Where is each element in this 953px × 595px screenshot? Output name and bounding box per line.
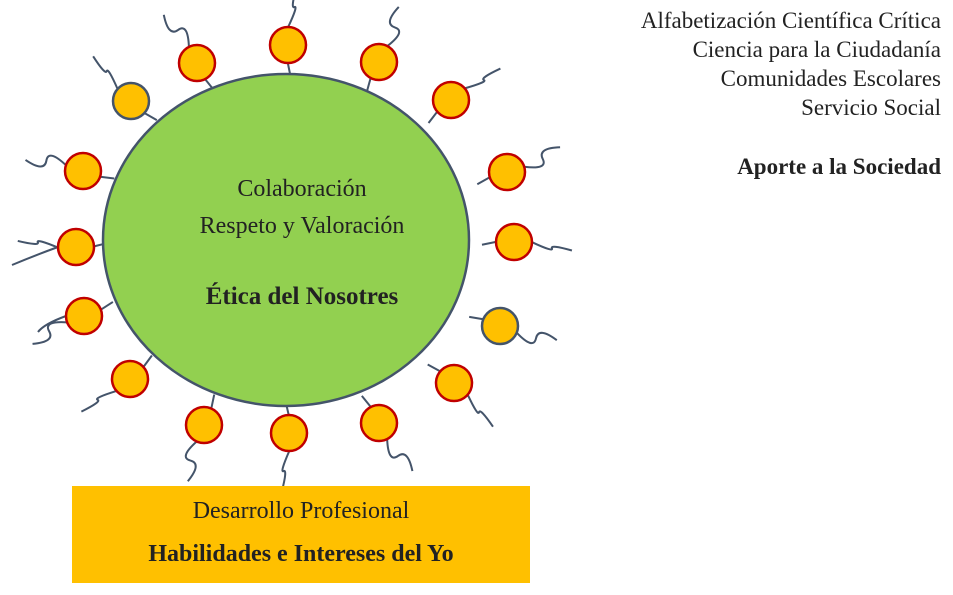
node-stem [210, 394, 216, 409]
node-tail [11, 246, 59, 266]
node-tail [287, 0, 297, 28]
membrane-node [110, 359, 150, 399]
center-title: Ética del Nosotres [206, 282, 399, 310]
membrane-node [480, 306, 520, 346]
membrane-node [56, 227, 96, 267]
membrane-node [434, 363, 474, 403]
membrane-node [63, 151, 103, 191]
node-stem [100, 301, 114, 311]
node-tail [531, 241, 573, 252]
society-list: Alfabetización Científica Crítica Cienci… [641, 6, 941, 181]
professional-line1: Desarrollo Profesional [192, 498, 410, 524]
nodes-layer [56, 25, 534, 453]
society-item: Alfabetización Científica Crítica [640, 8, 941, 33]
node-tail [24, 154, 67, 168]
society-item: Servicio Social [801, 95, 941, 120]
node-tail [184, 440, 198, 482]
node-tail [386, 439, 414, 472]
node-tail [524, 146, 561, 169]
node-stem [143, 112, 158, 121]
node-tail [466, 394, 494, 428]
membrane-node [177, 43, 217, 83]
node-stem [99, 175, 115, 180]
society-item: Ciencia para la Ciudadanía [692, 37, 941, 62]
center-ellipse [101, 72, 471, 408]
society-title: Aporte a la Sociedad [737, 154, 941, 179]
node-stem [481, 240, 497, 246]
node-tail [17, 239, 59, 249]
node-stem [365, 77, 372, 93]
node-stem [469, 315, 484, 321]
membrane-node [111, 81, 151, 121]
node-tail [32, 321, 68, 345]
node-tail [37, 315, 67, 333]
membrane-node [268, 25, 308, 65]
membrane-node [269, 413, 309, 453]
node-stem [427, 363, 441, 373]
membrane-node [184, 405, 224, 445]
society-item: Comunidades Escolares [720, 66, 941, 91]
professional-box: Desarrollo Profesional Habilidades e Int… [72, 486, 530, 583]
node-tail [464, 67, 501, 90]
professional-title: Habilidades e Intereses del Yo [148, 541, 454, 567]
node-stem [476, 176, 491, 186]
membrane-node [64, 296, 104, 336]
membrane-diagram: Colaboración Respeto y Valoración Ética … [11, 0, 573, 492]
node-tail [280, 450, 291, 492]
node-stem [142, 354, 153, 368]
membrane-node [431, 80, 471, 120]
center-line1: Colaboración [237, 176, 366, 202]
tails-layer [11, 0, 573, 492]
membrane-node [359, 42, 399, 82]
membrane-node [359, 403, 399, 443]
node-tail [386, 6, 401, 47]
node-tail [515, 331, 558, 345]
center-line2: Respeto y Valoración [200, 213, 405, 239]
node-tail [162, 14, 190, 47]
node-stem [361, 395, 372, 408]
membrane-node [487, 152, 527, 192]
node-tail [92, 55, 119, 90]
membrane-node [494, 222, 534, 262]
node-stem [427, 111, 439, 124]
node-tail [80, 390, 117, 413]
